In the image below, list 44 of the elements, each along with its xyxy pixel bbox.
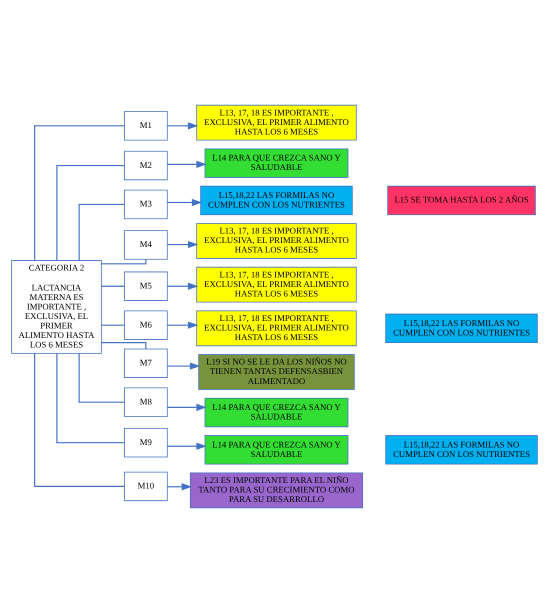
connector xyxy=(34,353,124,486)
node-box: M9 xyxy=(124,428,168,457)
connector xyxy=(56,353,124,443)
arrow xyxy=(167,321,198,328)
node-box: M2 xyxy=(124,150,168,180)
arrow xyxy=(167,403,207,410)
node-box: L19 SI NO SE LE DA LOS NIÑOS NO TIENEN TANTAS DEFENSASBIEN ALIMENTADO xyxy=(198,354,355,390)
node-box: M3 xyxy=(124,189,168,219)
connector xyxy=(78,352,124,402)
node-box: M8 xyxy=(124,387,168,416)
connector xyxy=(56,164,124,260)
node-box: L14 PARA QUE CREZCA SANO Y SALUDABLE xyxy=(204,434,348,464)
arrow xyxy=(167,282,198,290)
node-box: M6 xyxy=(124,310,168,340)
node-box: L14 PARA QUE CREZCA SANO Y SALUDABLE xyxy=(204,397,348,427)
node-box: L15 SE TOMA HASTA LOS 2 AÑOS xyxy=(387,185,536,215)
node-box: L15,18,22 LAS FORMILAS NO CUMPLEN CON LOS NUTRIENTES xyxy=(385,434,538,464)
node-box: L13, 17, 18 ES IMPORTANTE , EXCLUSIVA, EL PRIMER ALIMENTO HASTA LOS 6 MESES xyxy=(196,310,357,346)
connector xyxy=(101,285,124,286)
connector xyxy=(78,203,124,260)
arrow xyxy=(167,482,192,490)
arrow xyxy=(167,122,198,129)
node-box: M4 xyxy=(124,230,168,260)
connector xyxy=(34,124,124,260)
node-box: L13, 17, 18 ES IMPORTANTE , EXCLUSIVA, EL PRIMER ALIMENTO HASTA LOS 6 MESES xyxy=(196,222,357,258)
node-box: L15,18,22 LAS FORMILAS NO CUMPLEN CON LOS NUTRIENTES xyxy=(200,185,353,215)
arrow xyxy=(167,240,198,248)
connector xyxy=(101,324,124,326)
node-box: L15,18,22 LAS FORMILAS NO CUMPLEN CON LOS NUTRIENTES xyxy=(385,313,538,343)
node-box: M10 xyxy=(124,471,168,501)
node-box: L13, 17, 18 ES IMPORTANTE , EXCLUSIVA, EL PRIMER ALIMENTO HASTA LOS 6 MESES xyxy=(196,104,357,140)
node-box: M7 xyxy=(124,348,168,378)
node-box: L13, 17, 18 ES IMPORTANTE , EXCLUSIVA, EL PRIMER ALIMENTO HASTA LOS 6 MESES xyxy=(196,266,357,302)
arrow xyxy=(167,160,207,168)
connector xyxy=(101,258,146,264)
arrow xyxy=(167,442,207,450)
arrow xyxy=(167,362,200,370)
node-box: L14 PARA QUE CREZCA SANO Y SALUDABLE xyxy=(204,148,348,178)
node-box: M1 xyxy=(124,110,168,140)
connector xyxy=(101,342,146,348)
node-box: L23 ES IMPORTANTE PARA EL NIÑO TANTO PARA SU CRECIMIENTO COMO PARA SU DESARROLLO xyxy=(190,472,364,508)
node-box: CATEGORIA 2 LACTANCIA MATERNA ES IMPORTANTE , EXCLUSIVA, EL PRIMER ALIMENTO HASTA LOS 6 MESES xyxy=(11,260,102,354)
arrow xyxy=(167,198,202,206)
node-box: M5 xyxy=(124,271,168,300)
